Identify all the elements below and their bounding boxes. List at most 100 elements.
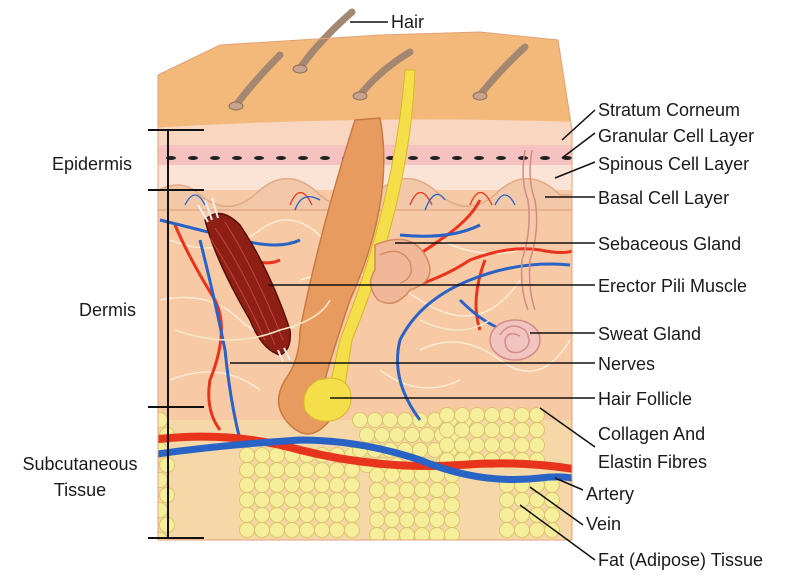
- fat-cell: [270, 448, 285, 463]
- fat-cell: [285, 523, 300, 538]
- fat-cell: [285, 463, 300, 478]
- fat-cell: [255, 448, 270, 463]
- label-subcutaneous-line1: Subcutaneous: [10, 454, 150, 474]
- label-hair: Hair: [391, 12, 424, 32]
- fat-cell: [515, 493, 530, 508]
- fat-cell: [440, 423, 455, 438]
- fat-cell: [255, 523, 270, 538]
- fat-cell: [315, 478, 330, 493]
- fat-cell: [515, 438, 530, 453]
- fat-cell: [470, 408, 485, 423]
- fat-cell: [500, 438, 515, 453]
- label-subcutaneous-line2: Tissue: [10, 480, 150, 500]
- fat-cell: [500, 423, 515, 438]
- fat-cell: [345, 508, 360, 523]
- fat-cell: [353, 413, 368, 428]
- label-stratum-corneum: Stratum Corneum: [598, 100, 740, 120]
- fat-cell: [445, 483, 460, 498]
- fat-cell: [270, 493, 285, 508]
- fat-cell: [415, 483, 430, 498]
- fat-cell: [500, 493, 515, 508]
- label-dermis: Dermis: [79, 300, 136, 320]
- label-collagen-line2: Elastin Fibres: [598, 452, 707, 472]
- fat-cell: [385, 513, 400, 528]
- fat-cell: [385, 498, 400, 513]
- label-granular-cell-layer: Granular Cell Layer: [598, 126, 754, 146]
- fat-cell: [415, 513, 430, 528]
- fat-cell: [445, 498, 460, 513]
- fat-cell: [240, 508, 255, 523]
- fat-cell: [400, 513, 415, 528]
- granular-cell: [430, 156, 440, 160]
- fat-cell: [315, 508, 330, 523]
- fat-cell: [383, 413, 398, 428]
- fat-cell: [500, 408, 515, 423]
- fat-cell: [515, 408, 530, 423]
- fat-cell: [360, 428, 375, 443]
- fat-cell: [300, 463, 315, 478]
- label-sebaceous-gland: Sebaceous Gland: [598, 234, 741, 254]
- label-hair-follicle: Hair Follicle: [598, 389, 692, 409]
- fat-cell: [270, 463, 285, 478]
- fat-cell: [398, 413, 413, 428]
- label-spinous-cell-layer: Spinous Cell Layer: [598, 154, 749, 174]
- fat-cell: [470, 438, 485, 453]
- fat-cell: [153, 473, 168, 488]
- fat-cell: [240, 448, 255, 463]
- granular-cell: [254, 156, 264, 160]
- fat-cell: [455, 408, 470, 423]
- fat-cell: [500, 523, 515, 538]
- granular-cell: [320, 156, 330, 160]
- fat-cell: [430, 498, 445, 513]
- label-sweat-gland: Sweat Gland: [598, 324, 701, 344]
- fat-cell: [300, 478, 315, 493]
- fat-cell: [240, 463, 255, 478]
- fat-cell: [315, 463, 330, 478]
- fat-cell: [345, 493, 360, 508]
- fat-cell: [485, 423, 500, 438]
- fat-cell: [315, 493, 330, 508]
- fat-cell: [530, 508, 545, 523]
- hair-bulb: [304, 378, 351, 421]
- fat-cell: [545, 493, 560, 508]
- fat-cell: [300, 493, 315, 508]
- fat-cell: [530, 493, 545, 508]
- fat-cell: [345, 478, 360, 493]
- fat-cell: [330, 463, 345, 478]
- fat-cell: [400, 498, 415, 513]
- fat-cell: [455, 423, 470, 438]
- granular-cell: [496, 156, 506, 160]
- fat-cell: [485, 408, 500, 423]
- fat-cell: [330, 478, 345, 493]
- fat-cell: [530, 438, 545, 453]
- fat-cell: [153, 413, 168, 428]
- fat-cell: [300, 508, 315, 523]
- fat-cell: [330, 508, 345, 523]
- label-epidermis: Epidermis: [52, 154, 132, 174]
- fat-cell: [153, 503, 168, 518]
- fat-cell: [370, 483, 385, 498]
- fat-cell: [515, 423, 530, 438]
- fat-cell: [545, 508, 560, 523]
- skin-surface: [150, 20, 580, 130]
- fat-cell: [370, 513, 385, 528]
- fat-cell: [470, 423, 485, 438]
- fat-cell: [515, 523, 530, 538]
- fat-cell: [500, 508, 515, 523]
- fat-cell: [255, 463, 270, 478]
- fat-cell: [370, 498, 385, 513]
- fat-cell: [255, 508, 270, 523]
- granular-cell: [408, 156, 418, 160]
- fat-cell: [440, 408, 455, 423]
- granular-cell: [540, 156, 550, 160]
- granular-cell: [298, 156, 308, 160]
- fat-cell: [445, 513, 460, 528]
- fat-cell: [375, 428, 390, 443]
- fat-cell: [485, 438, 500, 453]
- fat-cell: [285, 478, 300, 493]
- fat-cell: [270, 523, 285, 538]
- label-basal-cell-layer: Basal Cell Layer: [598, 188, 729, 208]
- fat-cell: [530, 423, 545, 438]
- fat-cell: [300, 523, 315, 538]
